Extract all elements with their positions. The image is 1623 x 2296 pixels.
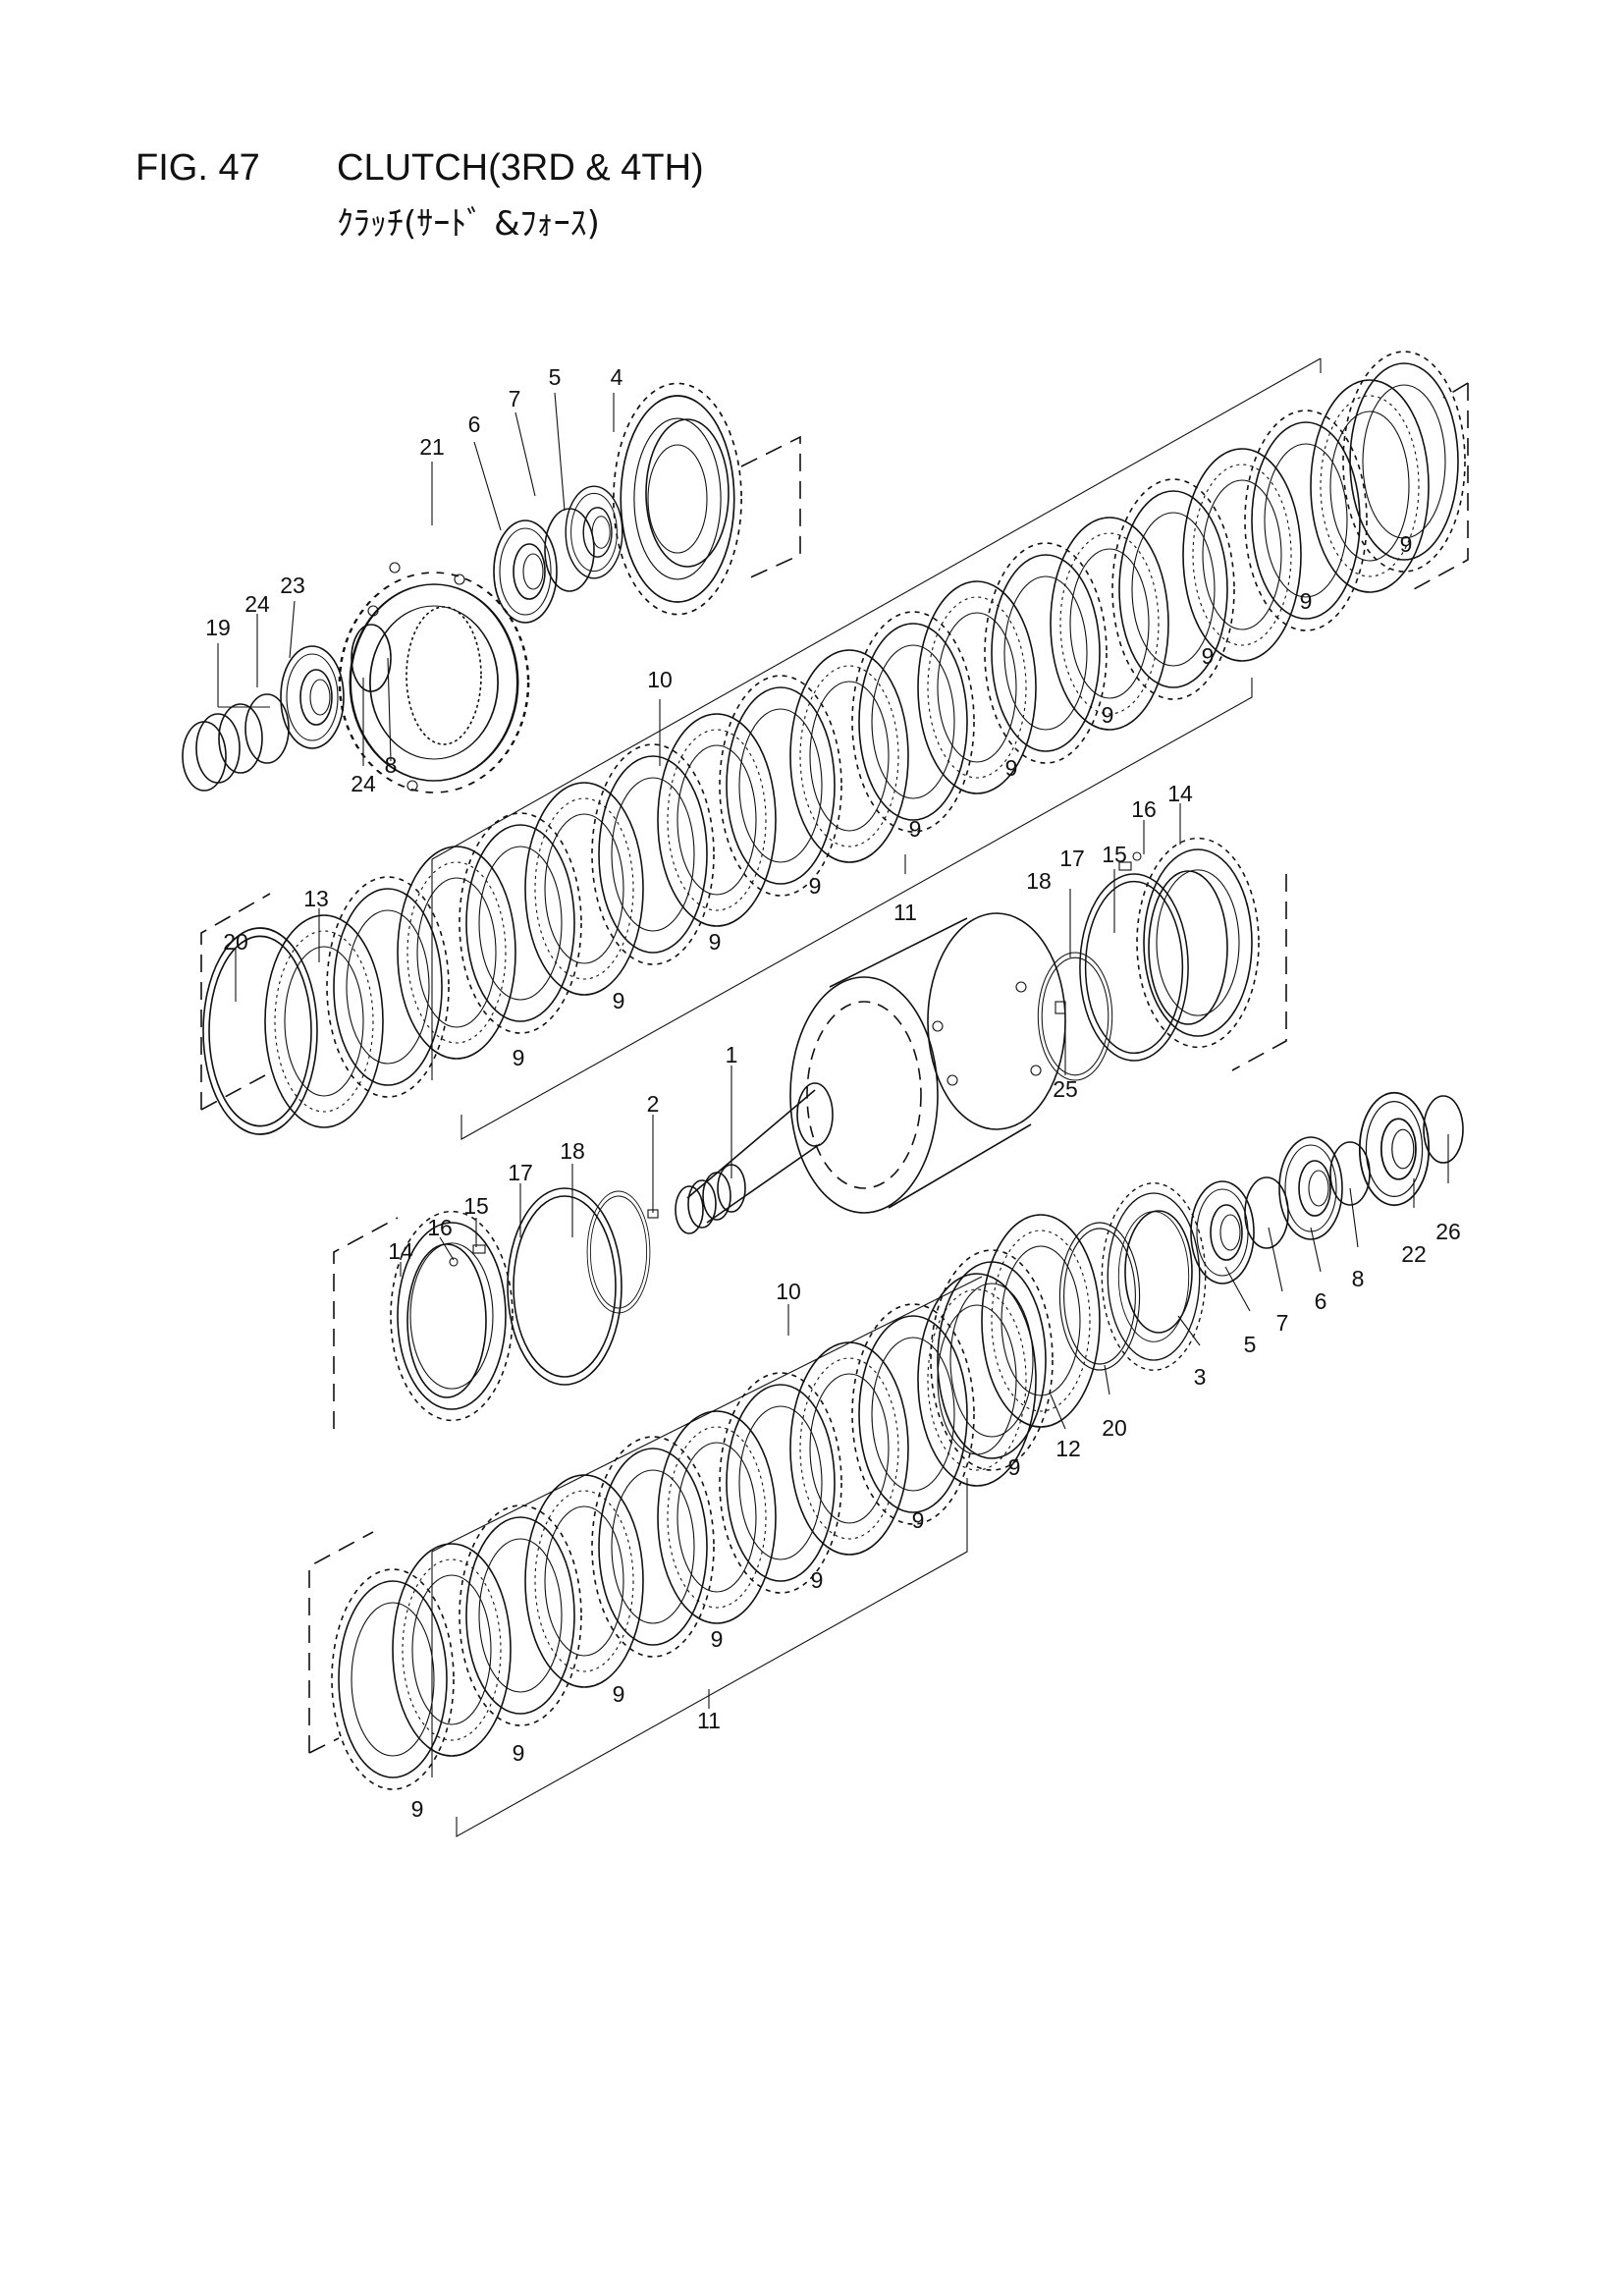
- callout-9-c: 9: [1202, 643, 1215, 669]
- figure-number: FIG. 47: [135, 147, 260, 189]
- upper-gear-assembly: [182, 382, 801, 794]
- callout-15-upper: 15: [1102, 842, 1127, 867]
- callout-3: 3: [1194, 1364, 1207, 1390]
- callout-10-upper: 10: [647, 667, 673, 692]
- callout-9-o: 9: [613, 1681, 625, 1707]
- callout-15-lower: 15: [463, 1193, 489, 1219]
- leader-lines: [217, 392, 1449, 1709]
- callout-9-h: 9: [709, 929, 722, 955]
- callout-6-lower: 6: [1315, 1288, 1327, 1314]
- clutch-drum-shaft: [647, 912, 1066, 1234]
- callout-17-upper: 17: [1059, 846, 1085, 871]
- figure-title: CLUTCH(3RD & 4TH): [337, 147, 704, 189]
- callout-9-d: 9: [1102, 702, 1114, 728]
- callout-11-lower: 11: [697, 1708, 721, 1733]
- callout-19: 19: [205, 615, 231, 640]
- callout-12: 12: [1055, 1436, 1081, 1461]
- callout-7: 7: [509, 386, 521, 411]
- figure-subtitle: ｸﾗｯﾁ(ｻｰﾄﾞ &ﾌｫｰｽ): [337, 204, 600, 244]
- lower-gear-assembly: [981, 1091, 1464, 1428]
- callout-9-l: 9: [912, 1507, 925, 1533]
- callout-26: 26: [1435, 1219, 1461, 1244]
- callout-10-lower: 10: [776, 1279, 801, 1304]
- callout-6: 6: [468, 411, 481, 437]
- callout-9-q: 9: [411, 1796, 424, 1822]
- callout-16-upper: 16: [1131, 796, 1157, 822]
- callout-20-upper: 20: [223, 929, 248, 955]
- callout-9-j: 9: [513, 1045, 525, 1070]
- callout-18-lower: 18: [560, 1138, 585, 1164]
- callout-18-upper: 18: [1026, 868, 1052, 894]
- callout-9-n: 9: [711, 1626, 724, 1652]
- callout-24-upper: 24: [244, 591, 270, 617]
- callout-5: 5: [549, 364, 562, 390]
- callout-5-lower: 5: [1244, 1332, 1257, 1357]
- callout-9-i: 9: [613, 988, 625, 1013]
- callout-13: 13: [303, 886, 329, 911]
- callout-2: 2: [647, 1091, 660, 1117]
- callout-8-upper: 8: [385, 752, 398, 778]
- lower-clutch-pack: [308, 1249, 1054, 1837]
- callout-9-a: 9: [1400, 531, 1413, 557]
- callout-16-lower: 16: [427, 1215, 453, 1240]
- upper-piston-assembly: [1037, 837, 1287, 1081]
- callout-22: 22: [1401, 1241, 1427, 1267]
- callout-17-lower: 17: [508, 1160, 533, 1185]
- callout-4: 4: [611, 364, 623, 390]
- callout-21: 21: [419, 434, 445, 460]
- callout-14-lower: 14: [388, 1238, 413, 1264]
- callout-7-lower: 7: [1276, 1310, 1289, 1336]
- callout-9-k: 9: [1008, 1454, 1021, 1480]
- callout-24-lower: 24: [351, 771, 376, 796]
- callout-9-b: 9: [1300, 588, 1313, 614]
- callout-23: 23: [280, 573, 305, 598]
- callout-1: 1: [726, 1042, 738, 1067]
- upper-clutch-pack: [200, 351, 1469, 1140]
- callout-9-f: 9: [909, 816, 922, 842]
- callout-11-upper: 11: [893, 900, 917, 925]
- callout-9-p: 9: [513, 1740, 525, 1766]
- lower-piston-assembly: [333, 1187, 651, 1429]
- callout-labels: 4 5 7 6 21 23 24 19 24 8 10 9 9 9 9 9 9 …: [205, 364, 1461, 1822]
- callout-9-e: 9: [1005, 755, 1018, 781]
- callout-14-upper: 14: [1167, 781, 1193, 806]
- callout-25: 25: [1053, 1076, 1078, 1102]
- callout-9-m: 9: [811, 1567, 824, 1593]
- callout-9-g: 9: [809, 873, 822, 899]
- callout-20-lower: 20: [1102, 1415, 1127, 1441]
- callout-8-lower: 8: [1352, 1266, 1365, 1291]
